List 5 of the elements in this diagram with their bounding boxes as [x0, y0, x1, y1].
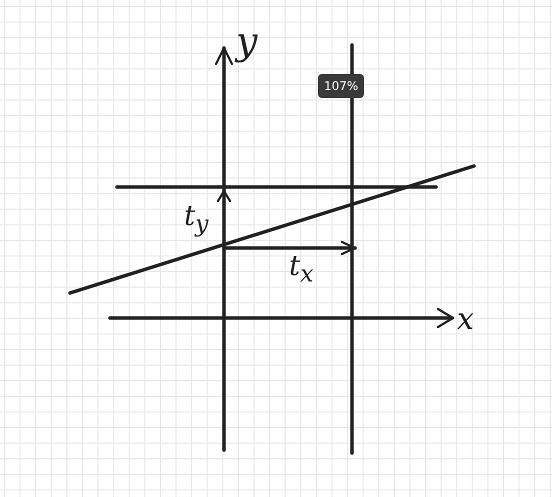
axis-label: x — [457, 305, 474, 335]
vector-label: t$_{y}$ — [184, 202, 208, 236]
axis-label: y — [236, 22, 258, 60]
zoom-indicator: 107% — [318, 74, 364, 98]
vector-label: t$_{x}$ — [289, 252, 314, 286]
